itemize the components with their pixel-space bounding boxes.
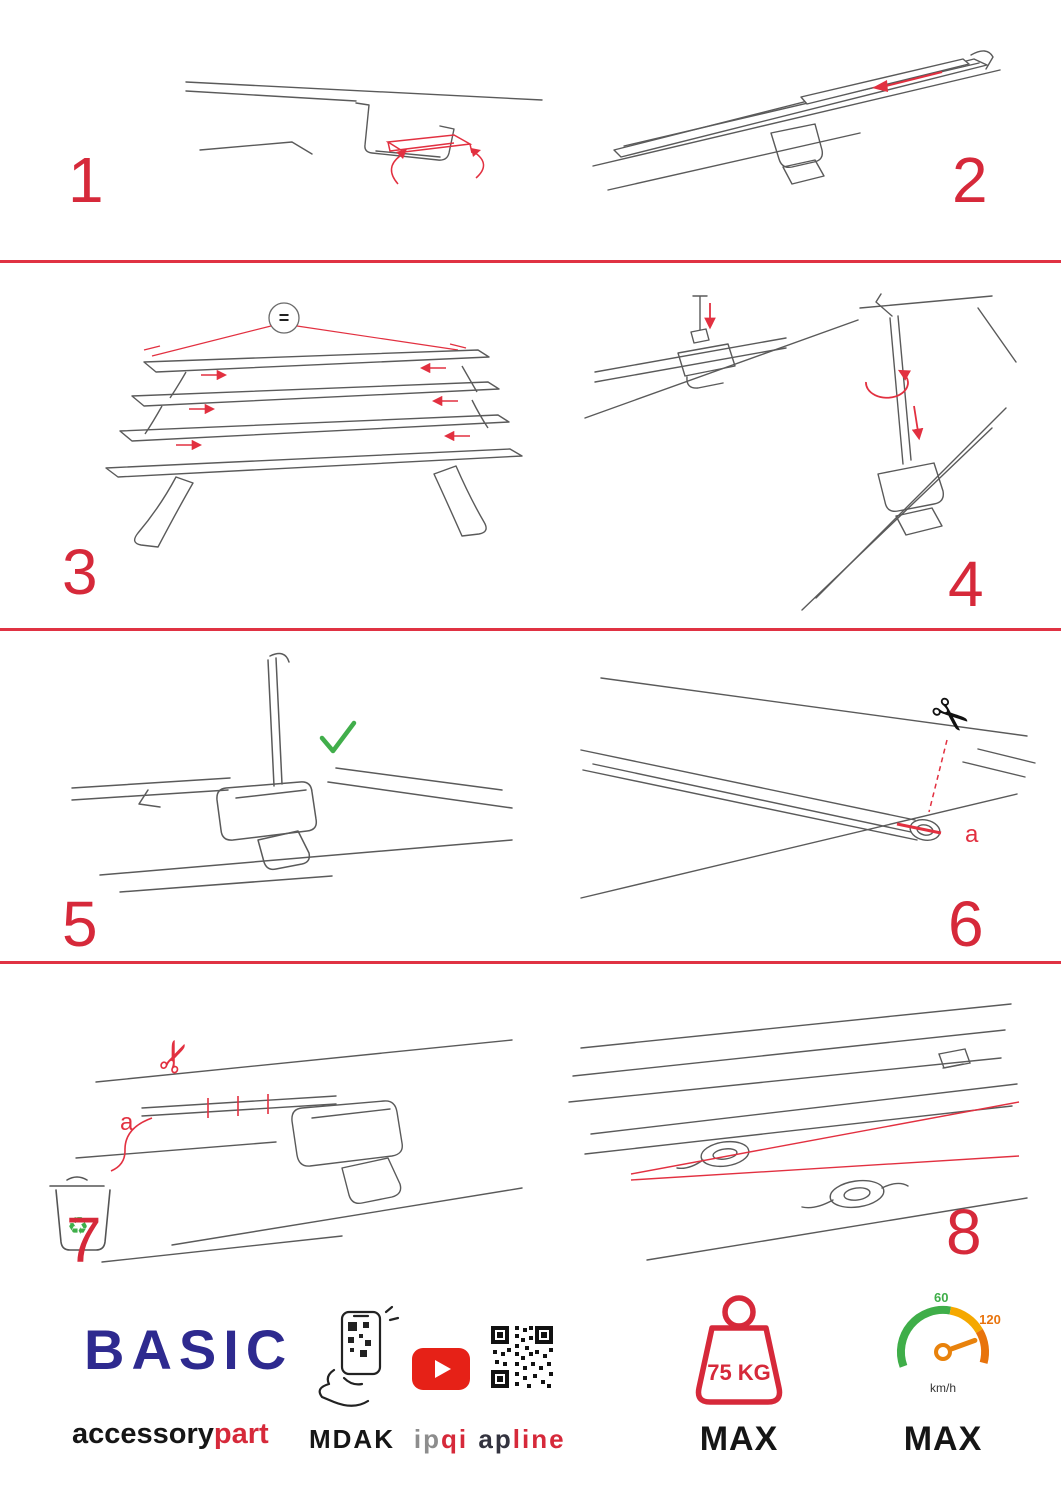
- step-1-illustration: [185, 81, 543, 185]
- youtube-icon: [412, 1348, 470, 1390]
- partner-ipqi-gray: ip: [413, 1424, 441, 1454]
- step-3-number: 3: [62, 536, 98, 608]
- step-5-illustration: [71, 652, 513, 893]
- step-3-illustration: =: [105, 302, 523, 548]
- check-icon: [319, 720, 357, 754]
- step-6-number: 6: [948, 888, 984, 960]
- step-8-number: 8: [946, 1196, 982, 1268]
- scissors-icon: ✂: [146, 1031, 203, 1081]
- speed-60-label: 60: [934, 1290, 948, 1305]
- speed-120-label: 120: [979, 1312, 1001, 1327]
- partner-mdak: MDAK: [309, 1424, 395, 1454]
- max-load-icon: 75 KG: [695, 1295, 783, 1405]
- brand-accessory: accessory: [72, 1418, 214, 1450]
- equal-spacing-symbol: =: [279, 308, 290, 328]
- partner-apline-dark: ap: [478, 1424, 513, 1454]
- step-7-illustration: ✂ a ♻: [49, 1031, 523, 1263]
- partner-ipqi: ipqi: [398, 1424, 484, 1455]
- qr-code-icon: [491, 1326, 553, 1388]
- scan-app-icon: [318, 1305, 400, 1407]
- max-speed-icon: 60 120 km/h: [896, 1290, 1001, 1395]
- step-1-number: 1: [68, 144, 104, 216]
- partner-apline-red: line: [512, 1424, 566, 1454]
- step-4-number: 4: [948, 548, 984, 620]
- scissors-icon: ✂: [919, 683, 982, 748]
- brand-part: part: [213, 1418, 269, 1450]
- speed-unit-label: km/h: [930, 1381, 956, 1395]
- step-8-illustration: [568, 1003, 1028, 1261]
- section-divider-2: [0, 628, 1061, 631]
- max-load-value: 75 KG: [707, 1360, 771, 1385]
- max-load-label: MAX: [699, 1420, 779, 1458]
- step-2-number: 2: [952, 144, 988, 216]
- cut-length-label: a: [965, 821, 979, 848]
- step-6-illustration: ✂ a: [580, 677, 1036, 899]
- step-2-illustration: [592, 50, 1001, 191]
- brand-accessorypart: accessorypart: [72, 1418, 269, 1451]
- brand-basic: BASIC: [84, 1318, 294, 1381]
- partner-ipqi-red: qi: [441, 1424, 469, 1454]
- section-divider-1: [0, 260, 1061, 263]
- recycle-icon: ♻: [67, 1213, 89, 1240]
- step-5-number: 5: [62, 888, 98, 960]
- max-speed-label: MAX: [903, 1420, 983, 1458]
- step-7-number: 7: [66, 1204, 102, 1276]
- partner-apline: apline: [470, 1424, 574, 1455]
- trash-bin-icon: [49, 1176, 111, 1251]
- cut-length-label: a: [120, 1109, 134, 1136]
- section-divider-3: [0, 961, 1061, 964]
- step-4-illustration: [584, 293, 1017, 611]
